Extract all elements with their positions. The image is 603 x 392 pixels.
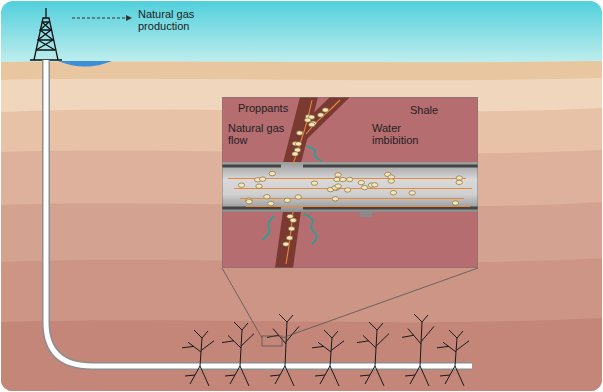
drawing-part	[45, 8, 46, 18]
ground-layer	[1, 318, 602, 391]
proppant	[264, 195, 270, 199]
zoom-box	[262, 336, 282, 346]
proppant	[292, 152, 298, 156]
proppant	[238, 183, 244, 187]
fracture	[298, 97, 350, 140]
proppant	[297, 131, 303, 135]
inset-border	[222, 97, 478, 268]
proppant	[388, 179, 394, 183]
part-label: Natural gas flow	[228, 122, 286, 146]
proppant	[346, 177, 352, 181]
well-pipe	[222, 162, 478, 212]
proppant	[246, 199, 252, 203]
drawing-part	[234, 188, 472, 189]
proppant	[456, 176, 462, 180]
arrow-head	[126, 15, 132, 21]
drawing-part	[306, 100, 340, 134]
proppant	[344, 188, 350, 192]
drawing-part	[306, 146, 322, 161]
drawing-part	[240, 198, 464, 199]
drawing-part	[402, 314, 434, 386]
drawing-part	[36, 22, 55, 50]
pond	[58, 61, 112, 67]
proppant	[311, 181, 317, 185]
proppant	[288, 227, 294, 231]
proppant	[361, 185, 367, 189]
production-label: Natural gas production	[138, 8, 218, 32]
proppant	[456, 180, 462, 184]
inset	[222, 97, 478, 268]
proppant	[334, 177, 340, 181]
proppant	[390, 191, 396, 195]
proppant	[335, 184, 341, 188]
proppant	[358, 180, 364, 184]
drawing-part	[304, 214, 317, 244]
ground-layer	[1, 61, 602, 391]
proppant	[332, 197, 338, 201]
proppant	[409, 191, 415, 195]
fracture	[275, 211, 301, 268]
proppant	[295, 195, 301, 199]
water-imbibition-lines	[262, 146, 322, 244]
ground-layer	[1, 150, 602, 391]
drawing-part	[267, 314, 299, 386]
proppant	[290, 218, 296, 222]
proppant	[269, 171, 275, 175]
proppant	[305, 118, 311, 122]
drawing-part	[262, 216, 274, 240]
part-label: Shale	[410, 104, 470, 116]
drawing-part	[36, 22, 55, 50]
part-label: Water imbibition	[372, 122, 442, 146]
shale-rock	[222, 97, 478, 268]
proppant	[452, 201, 458, 205]
ground-layer	[1, 78, 602, 391]
proppant	[309, 122, 315, 126]
drawing-part	[312, 330, 344, 386]
part-label: Proppants	[238, 102, 298, 114]
proppant	[335, 173, 341, 177]
proppant	[283, 242, 289, 246]
proppant	[372, 183, 378, 187]
proppant	[295, 142, 301, 146]
drawing-part	[246, 206, 470, 207]
ground-layer	[1, 258, 602, 391]
drilling-rig	[30, 8, 62, 60]
proppant	[256, 184, 262, 188]
pipe-collar	[360, 212, 372, 217]
sky	[1, 1, 602, 70]
proppant	[286, 236, 292, 240]
proppant	[268, 201, 274, 205]
drawing-part	[222, 322, 254, 386]
fracture-network	[182, 314, 469, 386]
flow-arrow	[72, 18, 126, 19]
drawing-part	[437, 330, 469, 386]
pipe-wall	[222, 166, 478, 208]
drawing-part	[34, 18, 58, 60]
proppant	[322, 108, 328, 112]
proppant	[259, 177, 265, 181]
gas-flow-lines	[228, 100, 472, 264]
drawing-part	[182, 330, 214, 386]
proppant	[284, 198, 290, 202]
proppant	[340, 177, 346, 181]
drawing-part	[357, 322, 389, 386]
zoom-line	[222, 268, 478, 338]
proppant	[318, 113, 324, 117]
